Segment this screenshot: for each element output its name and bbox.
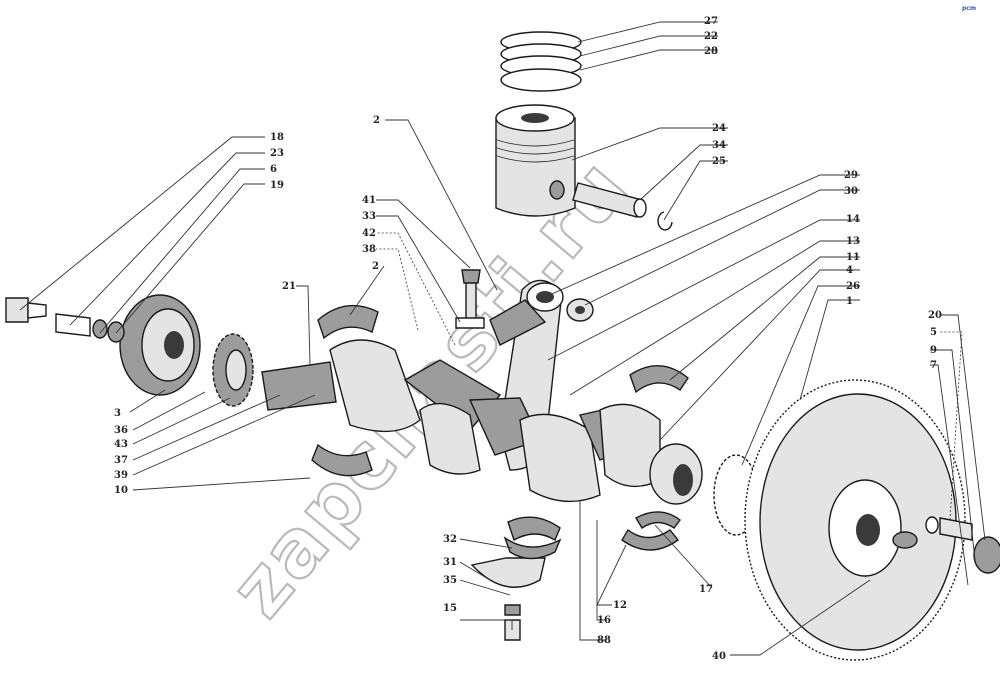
label-32: 32 [443, 534, 457, 545]
label-14: 14 [846, 214, 860, 225]
label-1: 1 [846, 296, 853, 307]
label-11: 11 [846, 252, 860, 263]
crankshaft [261, 339, 703, 505]
piston-rings [500, 31, 582, 92]
label-9: 9 [930, 345, 937, 356]
small-end-bushing [566, 298, 594, 322]
label-31: 31 [443, 557, 457, 568]
label-35: 35 [443, 575, 457, 586]
flywheel [744, 379, 966, 661]
label-2-top: 2 [373, 115, 380, 126]
label-38: 38 [362, 244, 376, 255]
label-42: 42 [362, 228, 376, 239]
label-2-mid: 2 [372, 261, 379, 272]
label-41: 41 [362, 195, 376, 206]
rod-bolt [455, 269, 485, 329]
label-34: 34 [712, 140, 726, 151]
label-30: 30 [844, 186, 858, 197]
label-33: 33 [362, 211, 376, 222]
label-3: 3 [114, 408, 121, 419]
label-40: 40 [712, 651, 726, 662]
label-29: 29 [844, 170, 858, 181]
label-4: 4 [846, 265, 853, 276]
front-pulley [119, 294, 201, 396]
label-24: 24 [712, 123, 726, 134]
corner-logo: pcm [962, 5, 976, 12]
label-7: 7 [930, 360, 937, 371]
label-23: 23 [270, 148, 284, 159]
leader-lines [19, 21, 986, 656]
label-39: 39 [114, 470, 128, 481]
label-6: 6 [270, 164, 277, 175]
piston-pin [572, 182, 647, 218]
label-20: 20 [928, 310, 942, 321]
label-19: 19 [270, 180, 284, 191]
label-28: 28 [704, 46, 718, 57]
label-88: 88 [597, 635, 611, 646]
piston [495, 104, 576, 217]
label-18: 18 [270, 132, 284, 143]
label-15: 15 [443, 603, 457, 614]
label-37: 37 [114, 455, 128, 466]
label-12: 12 [613, 600, 627, 611]
label-22: 22 [704, 31, 718, 42]
label-10: 10 [114, 485, 128, 496]
label-25: 25 [712, 156, 726, 167]
rod-cap [470, 516, 562, 641]
timing-gear [212, 333, 254, 407]
label-26: 26 [846, 281, 860, 292]
label-17: 17 [699, 584, 713, 595]
label-36: 36 [114, 425, 128, 436]
pulley-bolt [5, 297, 125, 343]
label-21: 21 [282, 281, 296, 292]
label-27: 27 [704, 16, 718, 27]
label-13: 13 [846, 236, 860, 247]
flywheel-bolt [925, 516, 1000, 574]
label-43: 43 [114, 439, 128, 450]
snap-ring [657, 211, 673, 231]
label-16: 16 [597, 615, 611, 626]
label-5: 5 [930, 327, 937, 338]
callout-labels: 27 22 28 24 34 25 29 30 14 13 11 4 26 1 … [114, 16, 942, 662]
